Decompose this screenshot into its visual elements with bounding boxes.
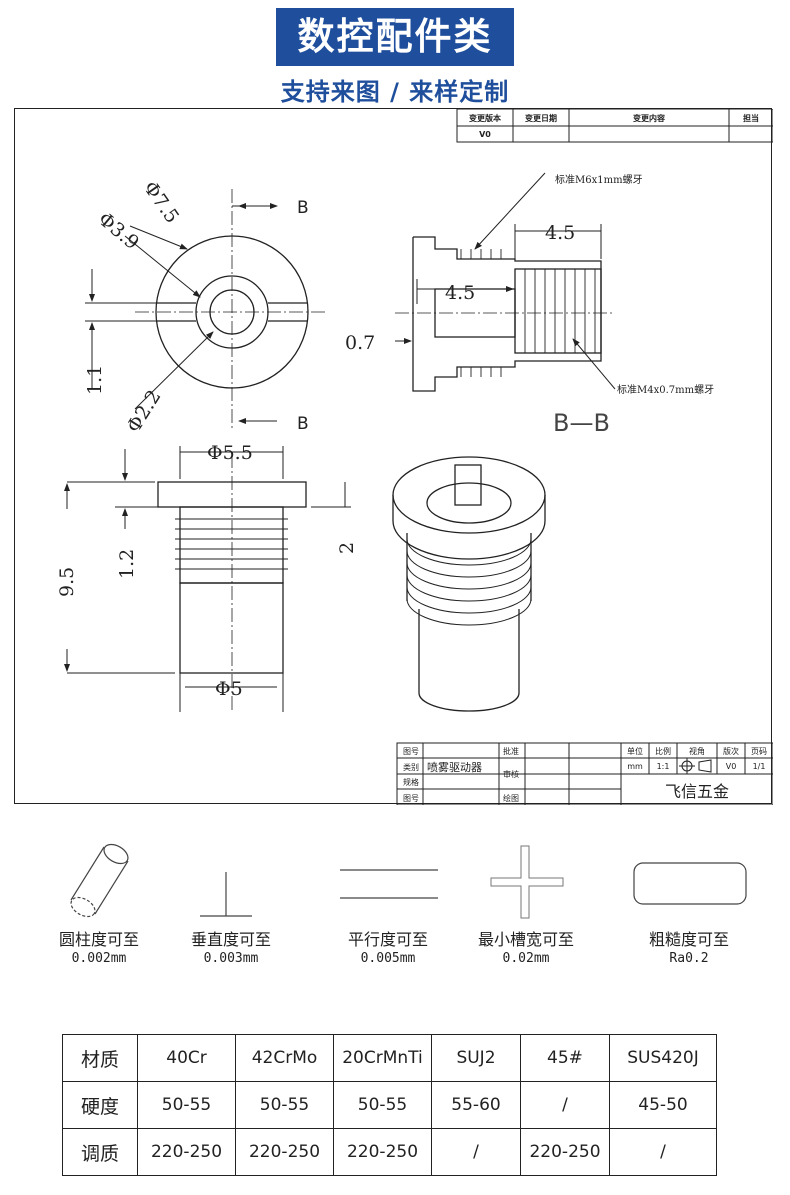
table-cell: 220-250 <box>235 1128 334 1176</box>
table-row: 调质 220-250 220-250 220-250 / 220-250 / <box>62 1128 717 1176</box>
tb-label-spec: 规格 <box>403 777 419 787</box>
dim-shaft-d: Φ5 <box>215 678 243 700</box>
front-view <box>85 189 325 429</box>
title-banner: 数控配件类 <box>276 8 514 66</box>
row-head: 材质 <box>62 1034 138 1082</box>
table-cell: 50-55 <box>137 1081 236 1129</box>
tb-head-page: 页码 <box>751 747 767 756</box>
spec-value: 0.003mm <box>203 951 259 966</box>
tb-label-category: 类别 <box>403 762 419 772</box>
revision-table <box>456 108 774 143</box>
spec-parallelism: 平行度可至 0.005mm <box>313 840 463 966</box>
rev-head-version: 变更版本 <box>469 113 501 123</box>
table-cell: SUS420J <box>609 1034 717 1082</box>
table-cell: 45# <box>520 1034 610 1082</box>
spec-min-slot: 最小槽宽可至 0.02mm <box>451 840 601 966</box>
table-cell: 45-50 <box>609 1081 717 1129</box>
tb-val-page: 1/1 <box>753 762 766 771</box>
tb-label-approve: 批准 <box>503 746 519 756</box>
tb-val-scale: 1:1 <box>657 762 670 771</box>
dim-id: Φ3.9 <box>94 208 143 254</box>
spec-value: 0.002mm <box>71 951 127 966</box>
page-title: 数控配件类 <box>297 15 493 58</box>
dim-len1: 4.5 <box>545 222 575 244</box>
tb-label-review: 审核 <box>503 769 519 779</box>
page-subtitle: 支持来图 / 来样定制 <box>280 78 510 106</box>
dim-head-h: 2 <box>336 542 358 554</box>
parallel-icon <box>340 869 438 899</box>
cross-slot-icon <box>490 845 564 919</box>
drawing-canvas: 变更版本 变更日期 变更内容 担当 V0 B B Φ7.5 Φ3.9 1.1 Φ… <box>56 108 774 806</box>
tb-label-draw: 绘图 <box>503 793 519 803</box>
section-title: B—B <box>553 409 610 437</box>
spec-value: 0.02mm <box>502 951 550 966</box>
spec-perpendicularity: 垂直度可至 0.003mm <box>156 840 306 966</box>
row-head: 调质 <box>62 1128 138 1176</box>
spec-value: 0.005mm <box>360 951 416 966</box>
table-cell: / <box>431 1128 521 1176</box>
table-cell: 20CrMnTi <box>333 1034 432 1082</box>
dim-gap: 0.7 <box>345 332 375 354</box>
dim-small-d: Φ2.2 <box>123 386 166 436</box>
tb-head-scale: 比例 <box>655 746 671 756</box>
perpendicular-icon <box>200 872 252 917</box>
side-view <box>64 446 351 714</box>
dim-head-d: Φ5.5 <box>207 442 253 464</box>
tb-category-value: 喷雾驱动器 <box>427 761 482 774</box>
table-row: 硬度 50-55 50-55 50-55 55-60 / 45-50 <box>62 1081 717 1129</box>
spec-label: 垂直度可至 <box>190 930 271 949</box>
technical-drawing: 变更版本 变更日期 变更内容 担当 V0 B B Φ7.5 Φ3.9 1.1 Φ… <box>14 108 774 806</box>
table-cell: 40Cr <box>137 1034 236 1082</box>
dim-len2: 4.5 <box>445 282 475 304</box>
tb-val-unit: mm <box>627 762 643 771</box>
rev-head-owner: 担当 <box>743 113 759 123</box>
table-cell: 55-60 <box>431 1081 521 1129</box>
table-cell: SUJ2 <box>431 1034 521 1082</box>
table-cell: 50-55 <box>235 1081 334 1129</box>
spec-label: 粗糙度可至 <box>648 930 729 949</box>
rounded-rect-icon <box>633 862 747 905</box>
spec-value: Ra0.2 <box>669 951 709 966</box>
table-cell: / <box>520 1081 610 1129</box>
table-cell: 220-250 <box>137 1128 236 1176</box>
tb-head-unit: 单位 <box>627 746 643 756</box>
tb-head-rev: 版次 <box>723 746 739 756</box>
table-cell: 42CrMo <box>235 1034 334 1082</box>
table-cell: 220-250 <box>333 1128 432 1176</box>
tb-label-drawing-no-2: 图号 <box>403 794 419 803</box>
dim-thread-len: 1.2 <box>116 549 138 579</box>
table-cell: / <box>609 1128 717 1176</box>
tb-label-drawing-no: 图号 <box>403 747 419 756</box>
dim-total-len: 9.5 <box>56 567 78 597</box>
material-table: 材质 40Cr 42CrMo 20CrMnTi SUJ2 45# SUS420J… <box>62 1034 717 1176</box>
table-row: 材质 40Cr 42CrMo 20CrMnTi SUJ2 45# SUS420J <box>62 1034 717 1082</box>
cylinder-icon <box>70 843 129 918</box>
spec-label: 圆柱度可至 <box>58 930 139 949</box>
rev-head-content: 变更内容 <box>633 113 665 123</box>
dim-slot: 1.1 <box>84 365 106 395</box>
cut-mask <box>165 712 305 722</box>
tb-val-rev: V0 <box>726 762 737 771</box>
section-mark-top: B <box>297 198 309 218</box>
thread-outer-label: 标准M6x1mm螺牙 <box>555 174 643 186</box>
table-cell: 220-250 <box>520 1128 610 1176</box>
section-view <box>395 172 616 392</box>
thread-inner-label: 标准M4x0.7mm螺牙 <box>617 384 714 396</box>
tb-head-view: 视角 <box>689 746 705 756</box>
spec-roughness: 粗糙度可至 Ra0.2 <box>614 840 764 966</box>
isometric-view <box>392 456 546 712</box>
table-cell: 50-55 <box>333 1081 432 1129</box>
spec-cylindricity: 圆柱度可至 0.002mm <box>24 840 174 966</box>
dim-od: Φ7.5 <box>139 177 183 227</box>
section-mark-bottom: B <box>297 414 309 434</box>
spec-label: 平行度可至 <box>347 930 428 949</box>
spec-label: 最小槽宽可至 <box>477 930 574 949</box>
rev-head-date: 变更日期 <box>525 113 557 123</box>
tb-company: 飞信五金 <box>665 782 729 801</box>
row-head: 硬度 <box>62 1081 138 1129</box>
rev-version: V0 <box>479 130 491 139</box>
